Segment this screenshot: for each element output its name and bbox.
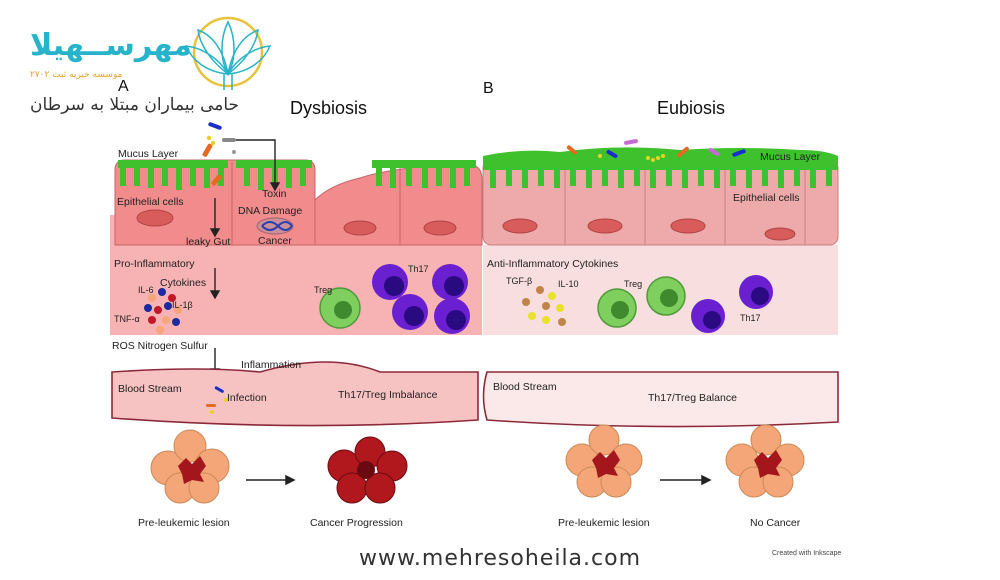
treg-cell-a bbox=[319, 287, 361, 329]
label-inflammation: Inflammation bbox=[241, 359, 302, 371]
label-tgfb: TGF-β bbox=[506, 276, 533, 286]
no-cancer-cluster bbox=[725, 424, 805, 498]
label-infection: Infection bbox=[227, 392, 267, 404]
brand-subtitle: موسسه خیریه ثبت ۲۷۰۲ bbox=[30, 70, 123, 80]
bacteria-a bbox=[202, 122, 236, 186]
label-treg-b: Treg bbox=[624, 279, 643, 289]
th17-cells-b bbox=[691, 275, 773, 333]
label-il6: IL-6 bbox=[138, 285, 154, 295]
th17-cells-a bbox=[372, 264, 470, 334]
label-epithelial-b: Epithelial cells bbox=[733, 192, 800, 204]
cytokines-a bbox=[144, 288, 182, 334]
label-il10: IL-10 bbox=[558, 279, 579, 289]
website-url: www.mehresoheila.com bbox=[358, 546, 642, 571]
label-mucus-a: Mucus Layer bbox=[118, 148, 179, 160]
label-cancer-progression: Cancer Progression bbox=[310, 517, 403, 529]
arrow-a-progression bbox=[246, 474, 296, 486]
label-lesion-a: Pre-leukemic lesion bbox=[138, 517, 230, 529]
cancer-progression-cluster bbox=[327, 436, 408, 504]
label-lesion-b: Pre-leukemic lesion bbox=[558, 517, 650, 529]
label-pro-inflammatory: Pro-Inflammatory bbox=[114, 258, 195, 270]
label-th17-treg-balance: Th17/Treg Balance bbox=[648, 392, 737, 404]
label-toxin: Toxin bbox=[262, 188, 287, 200]
label-epithelial-a: Epithelial cells bbox=[117, 196, 184, 208]
inkscape-credit: Created with Inkscape bbox=[772, 550, 842, 557]
arrow-b-outcome bbox=[660, 474, 712, 486]
lesion-cluster-a bbox=[150, 429, 230, 504]
blood-stream-b bbox=[482, 371, 839, 428]
label-ros: ROS Nitrogen Sulfur bbox=[112, 340, 208, 352]
label-blood-stream-b: Blood Stream bbox=[493, 381, 557, 393]
brand-tagline: حامی بیماران مبتلا به سرطان bbox=[30, 95, 240, 115]
label-th17-treg-imbalance: Th17/Treg Imbalance bbox=[338, 389, 438, 401]
label-mucus-b: Mucus Layer bbox=[760, 151, 821, 163]
treg-cells-b bbox=[597, 276, 686, 328]
heading-eubiosis: Eubiosis bbox=[657, 98, 726, 118]
panel-letter-a: A bbox=[118, 78, 129, 95]
mucus-villi-b bbox=[483, 147, 838, 188]
lotus-logo-icon bbox=[184, 16, 272, 90]
bacteria-b bbox=[566, 139, 746, 162]
label-dna-damage: DNA Damage bbox=[238, 205, 303, 217]
label-leaky-gut: leaky Gut bbox=[186, 236, 231, 248]
panel-letter-b: B bbox=[483, 80, 494, 97]
label-th17-b: Th17 bbox=[740, 313, 761, 323]
dna-damage-icon bbox=[261, 221, 293, 231]
label-cancer: Cancer bbox=[258, 235, 292, 247]
brand-title: مهرســهیلا bbox=[30, 28, 192, 63]
label-treg-a: Treg bbox=[314, 285, 333, 295]
blood-stream-a bbox=[111, 361, 479, 427]
label-anti-inflammatory: Anti-Inflammatory Cytokines bbox=[487, 258, 619, 270]
label-cytokines-a: Cytokines bbox=[160, 277, 207, 289]
lesion-cluster-b bbox=[565, 424, 643, 498]
label-il1b: IL-1β bbox=[172, 300, 193, 310]
label-no-cancer: No Cancer bbox=[750, 517, 801, 529]
label-blood-stream-a: Blood Stream bbox=[118, 383, 182, 395]
label-th17-a: Th17 bbox=[408, 264, 429, 274]
cytokines-b bbox=[522, 286, 566, 326]
mucus-villi-a bbox=[118, 160, 476, 190]
heading-dysbiosis: Dysbiosis bbox=[290, 98, 368, 118]
label-tnfa: TNF-α bbox=[114, 314, 140, 324]
infection-bacteria bbox=[206, 386, 228, 414]
